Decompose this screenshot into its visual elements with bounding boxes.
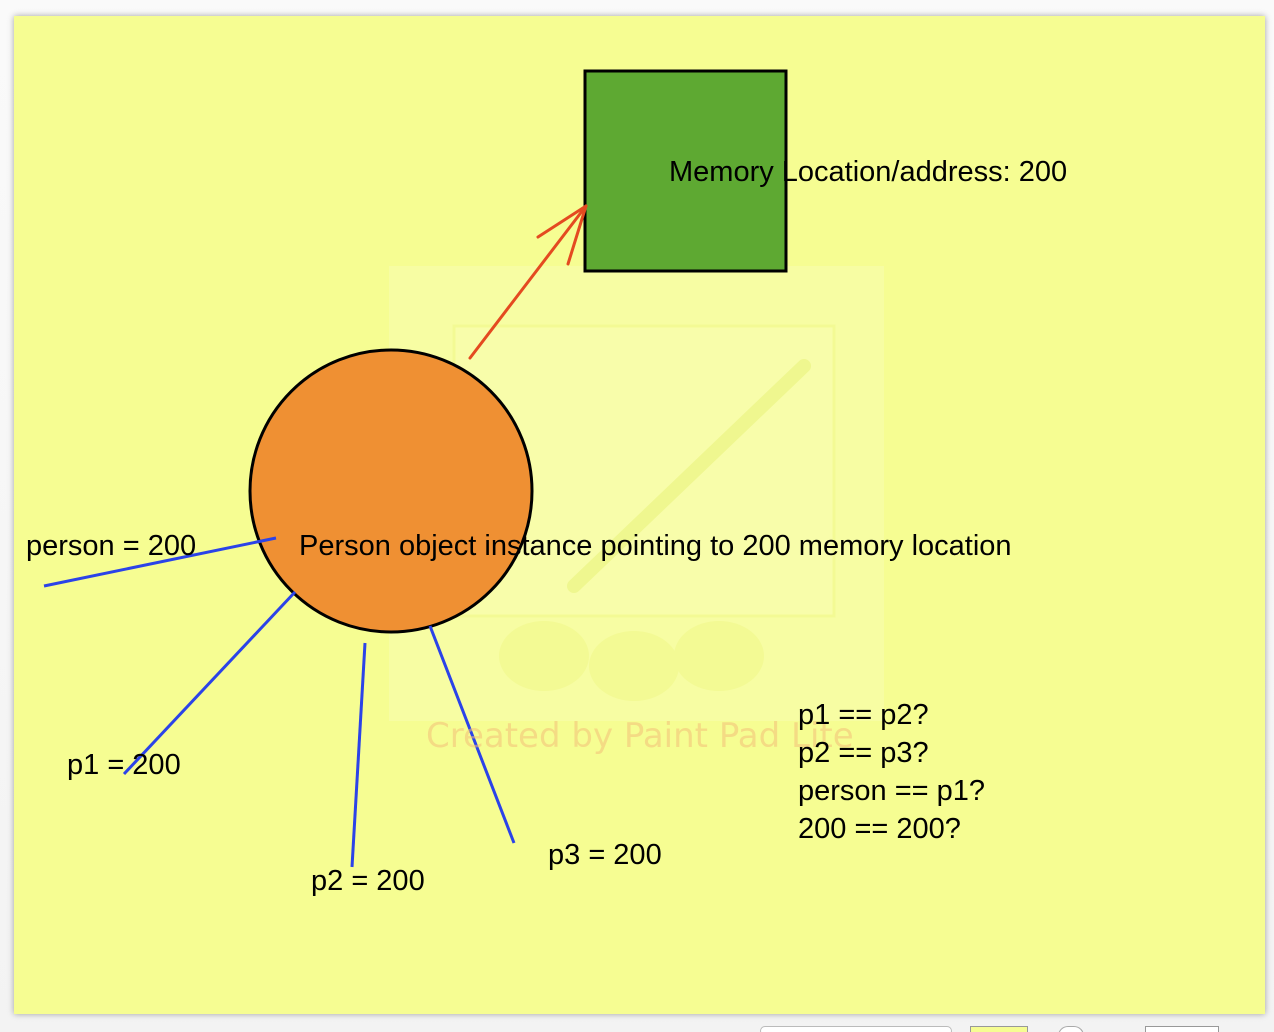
fullscreen-icon[interactable]: [1234, 1026, 1264, 1032]
reference-label-p3: p3 = 200: [548, 839, 662, 871]
reference-line-p1: [122, 590, 297, 776]
reference-label-person: person = 200: [26, 530, 197, 562]
pointer-arrow: [468, 204, 588, 360]
watermark-illustration: [389, 266, 884, 721]
person-object-circle: [248, 348, 534, 634]
equality-questions: p1 == p2? p2 == p3? person == p1? 200 ==…: [798, 696, 985, 848]
question-line: p2 == p3?: [798, 737, 929, 769]
reference-line-p3: [428, 625, 516, 844]
question-line: 200 == 200?: [798, 813, 961, 845]
slider-track[interactable]: [760, 1026, 952, 1032]
reference-line-person: [43, 536, 277, 588]
reference-label-p2: p2 = 200: [311, 865, 425, 897]
reference-label-p1: p1 = 200: [67, 749, 181, 781]
watermark-text: Created by Paint Pad Lite: [426, 716, 854, 756]
bottom-toolbar: [0, 1018, 1274, 1032]
drawing-canvas[interactable]: Created by Paint Pad Lite Memory Locatio…: [14, 16, 1265, 1014]
toggle-knob[interactable]: [1058, 1026, 1084, 1032]
drawing-surface[interactable]: [14, 16, 1265, 1014]
color-swatch-icon[interactable]: [970, 1026, 1028, 1032]
question-line: person == p1?: [798, 775, 986, 807]
memory-location-square: [583, 69, 788, 273]
memory-label: Memory Location/address: 200: [669, 156, 1068, 188]
object-label: Person object instance pointing to 200 m…: [299, 530, 1012, 562]
reference-line-p2: [350, 642, 367, 868]
question-line: p1 == p2?: [798, 699, 929, 731]
eraser-icon[interactable]: [1145, 1026, 1219, 1032]
